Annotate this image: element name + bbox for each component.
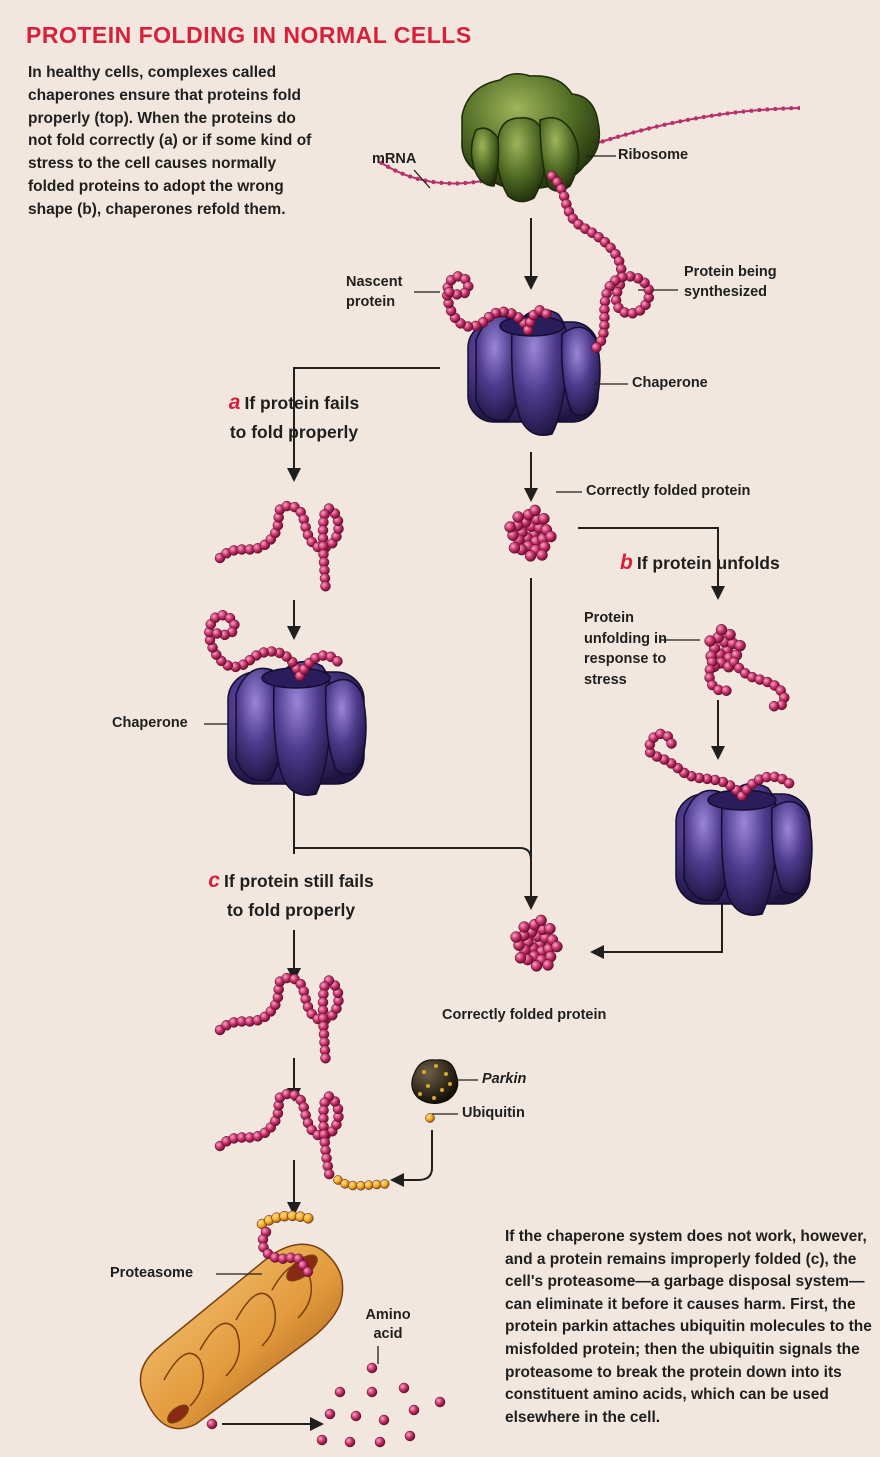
protein-bead — [543, 960, 554, 971]
arrowhead-8 — [524, 896, 538, 910]
arrowhead-4 — [287, 626, 301, 640]
protein-bead — [325, 1409, 335, 1419]
protein-bead — [545, 531, 556, 542]
chaperone-left-shape — [228, 662, 366, 796]
protein-bead — [399, 1383, 409, 1393]
protein-bead — [332, 656, 342, 666]
protein-bead — [212, 629, 222, 639]
step-c-line2: to fold properly — [227, 900, 355, 920]
protein-bead — [426, 1114, 435, 1123]
arrowhead-6 — [711, 746, 725, 760]
parkin-shape — [412, 1060, 458, 1104]
protein-bead — [335, 1387, 345, 1397]
label-ribosome: Ribosome — [618, 146, 688, 165]
arrowhead-1 — [524, 276, 538, 290]
protein-bead — [525, 550, 536, 561]
protein-bead — [364, 1181, 373, 1190]
protein-bead — [303, 1213, 313, 1223]
protein-bead — [544, 923, 555, 934]
protein-bead — [435, 1397, 445, 1407]
protein-bead — [380, 1180, 389, 1189]
step-b: bIf protein unfolds — [620, 548, 780, 578]
protein-bead — [511, 932, 522, 943]
protein-bead — [705, 636, 716, 647]
protein-bead — [341, 1179, 350, 1188]
protein-bead — [513, 512, 524, 523]
protein-bead — [367, 1363, 377, 1373]
protein-bead — [530, 505, 541, 516]
label-ubiquitin: Ubiquitin — [462, 1104, 525, 1123]
protein-bead — [321, 581, 331, 591]
label-chaperone-top: Chaperone — [632, 374, 708, 393]
protein-bead — [207, 1419, 217, 1429]
label-protein-unfolding: Protein unfolding in response to stress — [584, 608, 684, 690]
protein-bead — [505, 522, 516, 533]
protein-bead — [716, 624, 727, 635]
step-c-letter: c — [208, 869, 220, 892]
protein-bead — [531, 960, 542, 971]
protein-bead — [351, 1411, 361, 1421]
arrowhead-3 — [287, 468, 301, 482]
step-a-letter: a — [229, 391, 241, 414]
step-b-letter: b — [620, 551, 633, 574]
step-a-line1: If protein fails — [244, 393, 359, 413]
label-amino-acid: Amino acid — [358, 1306, 418, 1344]
step-c: cIf protein still fails to fold properly — [186, 866, 396, 925]
label-nascent-protein: Nascent protein — [346, 272, 418, 312]
label-correctly-folded-top: Correctly folded protein — [586, 482, 750, 501]
protein-bead — [372, 1180, 381, 1189]
protein-bead — [536, 915, 547, 926]
protein-bead — [538, 513, 549, 524]
protein-bead — [379, 1415, 389, 1425]
protein-bead — [721, 686, 731, 696]
protein-bead — [303, 1267, 313, 1277]
protein-bead — [769, 701, 779, 711]
protein-bead — [324, 1169, 334, 1179]
protein-bead — [405, 1431, 415, 1441]
step-b-line1: If protein unfolds — [637, 553, 780, 573]
arrowhead-2 — [524, 488, 538, 502]
protein-bead — [542, 309, 552, 319]
label-mrna: mRNA — [372, 150, 416, 169]
protein-bead — [348, 1181, 357, 1190]
protein-bead — [409, 1405, 419, 1415]
protein-bead — [735, 640, 746, 651]
protein-bead — [784, 778, 794, 788]
intro-text: In healthy cells, complexes called chape… — [28, 62, 320, 222]
protein-bead — [375, 1437, 385, 1447]
protein-bead — [667, 739, 677, 749]
page-title: PROTEIN FOLDING IN NORMAL CELLS — [26, 22, 472, 49]
label-protein-being-synthesized: Protein being synthesized — [684, 262, 794, 302]
protein-bead — [537, 550, 548, 561]
protein-bead — [519, 922, 530, 933]
chaperone-top-shape — [468, 310, 600, 436]
label-parkin: Parkin — [482, 1070, 526, 1089]
protein-bead — [591, 343, 601, 353]
step-c-line1: If protein still fails — [224, 871, 374, 891]
label-proteasome: Proteasome — [110, 1264, 193, 1283]
protein-bead — [551, 941, 562, 952]
protein-bead — [321, 1053, 331, 1063]
arrowhead-12 — [390, 1173, 404, 1187]
outro-text: If the chaperone system does not work, h… — [505, 1226, 880, 1429]
line-left-merge — [294, 848, 531, 860]
arrowhead-7 — [590, 945, 604, 959]
arrowhead-5 — [711, 586, 725, 600]
protein-bead — [317, 1435, 327, 1445]
step-a: aIf protein fails to fold properly — [194, 388, 394, 447]
protein-bead — [345, 1437, 355, 1447]
arrow-ubiquitin-to-protein — [402, 1130, 432, 1180]
protein-bead — [509, 542, 520, 553]
label-chaperone-left: Chaperone — [112, 714, 188, 733]
chaperone-right-shape — [676, 784, 812, 916]
protein-bead — [444, 287, 454, 297]
ribosome-shape — [462, 74, 600, 202]
label-correctly-folded-bottom: Correctly folded protein — [442, 1006, 606, 1025]
protein-bead — [515, 952, 526, 963]
arrowhead-13 — [310, 1417, 324, 1431]
protein-bead — [356, 1181, 365, 1190]
step-a-line2: to fold properly — [230, 422, 358, 442]
protein-bead — [367, 1387, 377, 1397]
